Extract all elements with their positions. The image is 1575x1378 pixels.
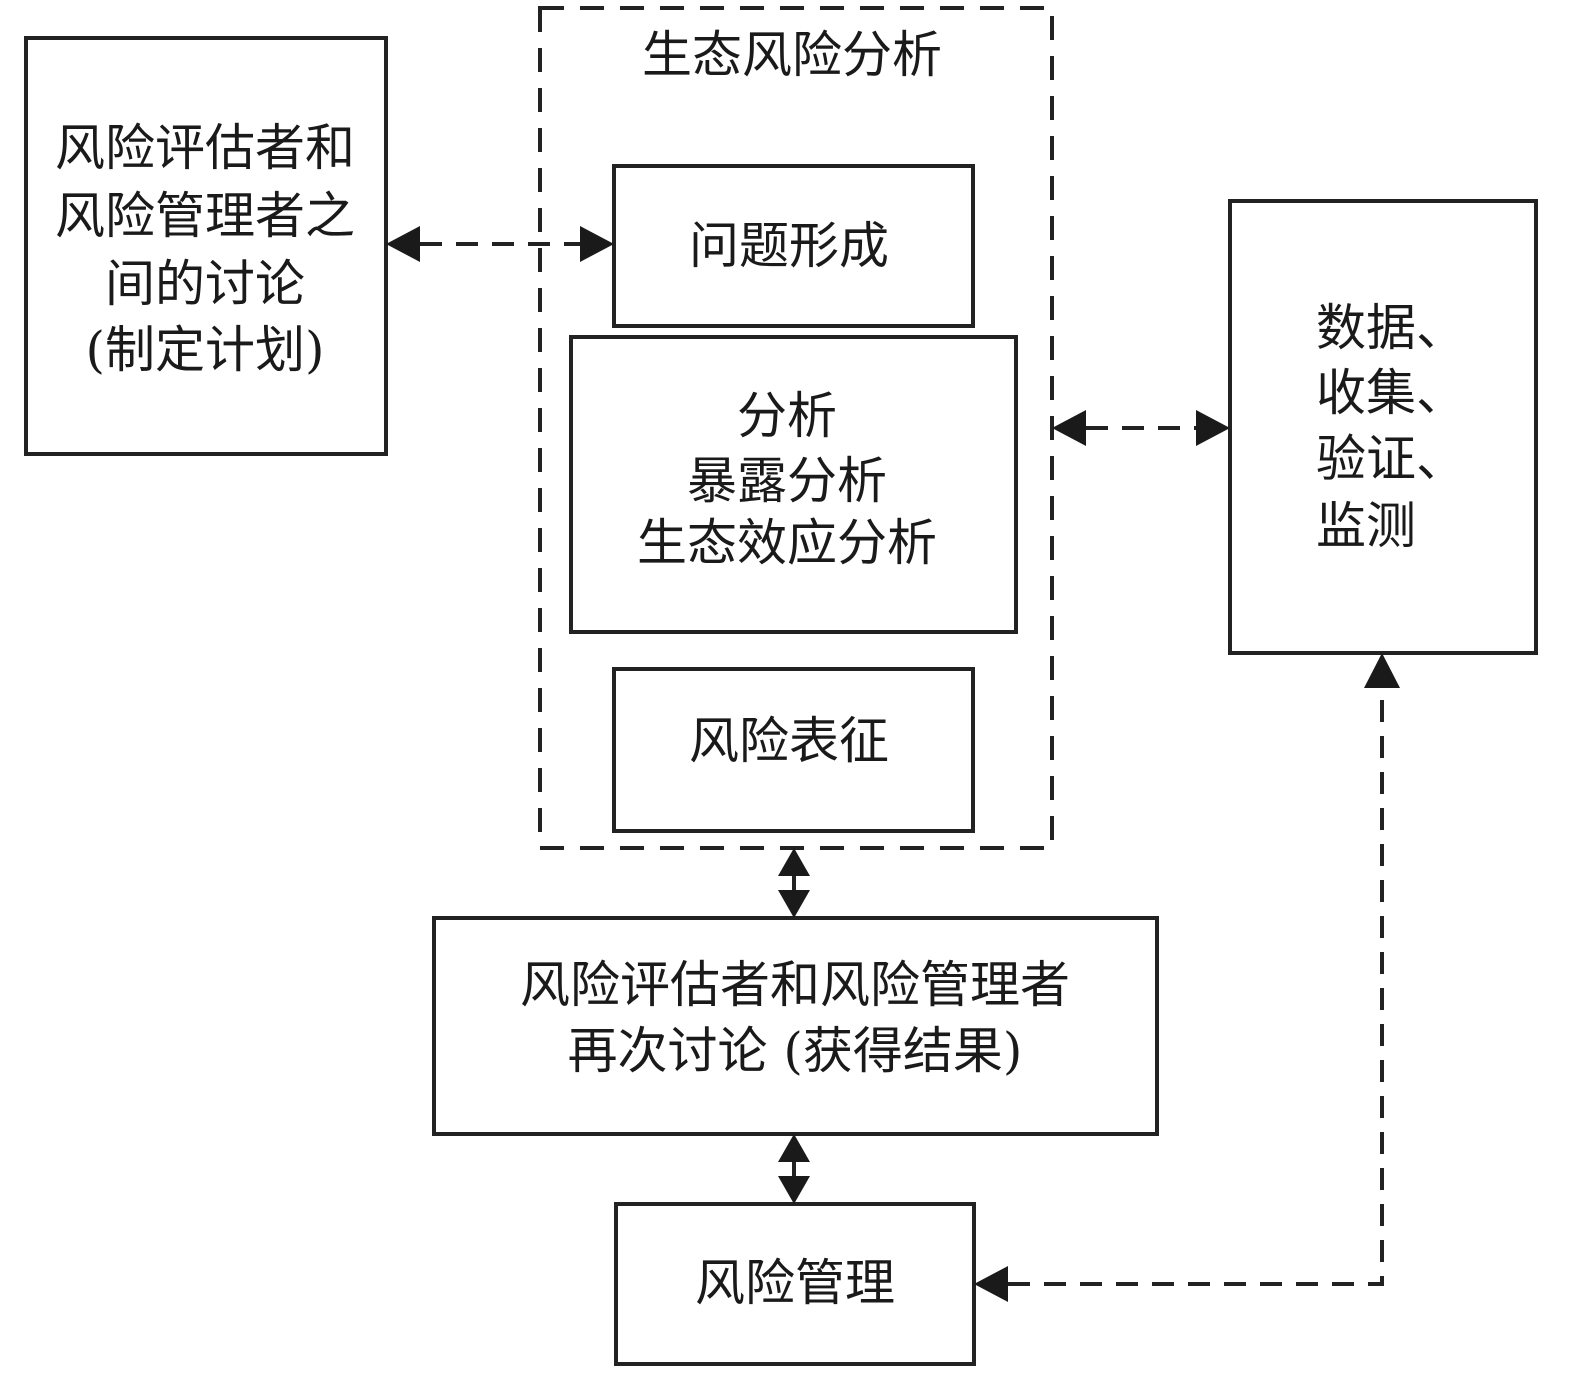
data-monitoring-node: 数据、 收集、 验证、 监测 — [1228, 199, 1538, 655]
arrowhead-up-icon — [778, 1134, 810, 1162]
risk-management-node: 风险管理 — [614, 1202, 976, 1366]
results-line-2: 再次讨论 (获得结果) — [568, 1022, 1023, 1080]
analysis-line-3: 生态效应分析 — [637, 514, 937, 572]
arrowhead-up-icon — [778, 848, 810, 876]
problem-formulation-label: 问题形成 — [689, 217, 889, 275]
planning-discussion-node: 风险评估者和 风险管理者之 间的讨论 (制定计划) — [24, 36, 388, 456]
arrowhead-right-icon — [1196, 410, 1230, 446]
risk-characterization-label: 风险表征 — [689, 712, 889, 770]
analysis-line-1: 分析 — [737, 387, 837, 445]
arrowhead-left-icon — [974, 1266, 1008, 1302]
planning-line-1: 风险评估者和 — [55, 119, 355, 177]
results-discussion-node: 风险评估者和风险管理者 再次讨论 (获得结果) — [432, 916, 1159, 1136]
analysis-line-2: 暴露分析 — [687, 452, 887, 510]
arrowhead-down-icon — [778, 890, 810, 918]
planning-line-2: 风险管理者之 — [55, 187, 355, 245]
risk-characterization-node: 风险表征 — [612, 667, 975, 833]
problem-formulation-node: 问题形成 — [612, 164, 975, 328]
planning-line-3: 间的讨论 — [105, 255, 305, 313]
arrowhead-right-icon — [580, 226, 614, 262]
results-line-1: 风险评估者和风险管理者 — [520, 956, 1070, 1014]
data-line-4: 监测 — [1316, 497, 1416, 555]
edge-planning-problem — [386, 226, 614, 262]
edge-frame-data — [1052, 410, 1230, 446]
risk-management-label: 风险管理 — [695, 1254, 895, 1312]
frame-title: 生态风险分析 — [642, 26, 942, 84]
planning-line-4: (制定计划) — [85, 321, 324, 379]
arrowhead-down-icon — [778, 1176, 810, 1204]
analysis-node: 分析 暴露分析 生态效应分析 — [569, 335, 1018, 634]
edge-management-data — [974, 653, 1400, 1302]
data-line-3: 验证、 — [1316, 430, 1466, 488]
edge-results-management — [778, 1134, 810, 1204]
edge-frame-results — [778, 848, 810, 918]
arrowhead-left-icon — [386, 226, 420, 262]
arrowhead-left-icon — [1052, 410, 1086, 446]
arrowhead-up-icon — [1364, 653, 1400, 688]
data-line-1: 数据、 — [1316, 299, 1466, 357]
data-line-2: 收集、 — [1316, 364, 1466, 422]
